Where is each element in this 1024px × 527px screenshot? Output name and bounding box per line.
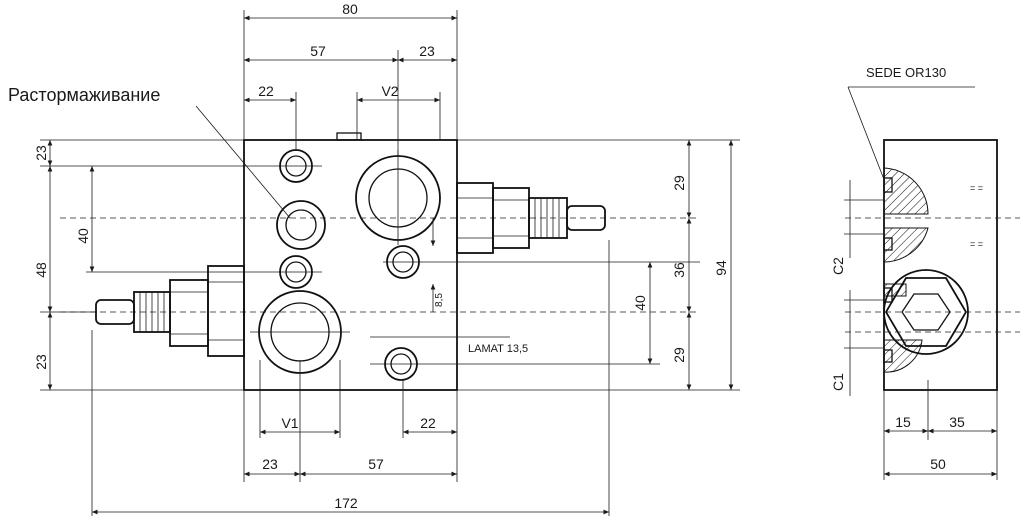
dim-22-top: 22 [258, 83, 274, 99]
valve-block [243, 139, 458, 391]
front-view: 80 57 23 22 V2 V1 22 23 57 [8, 1, 740, 516]
dim-v1: V1 [281, 415, 298, 431]
dim-23-bottom: 23 [262, 456, 278, 472]
dim-80: 80 [342, 1, 358, 17]
dim-36: 36 [671, 262, 687, 278]
side-view: = = = = 15 35 50 C2 C1 SEDE OR130 [830, 65, 1020, 480]
seal-leader [847, 86, 886, 183]
dim-57-top: 57 [310, 43, 326, 59]
dim-29-bottom: 29 [671, 347, 687, 363]
dim-35: 35 [949, 414, 965, 430]
dim-22-bottom: 22 [420, 415, 436, 431]
dim-8-5: 8,5 [434, 293, 445, 307]
seal-label: SEDE OR130 [866, 65, 946, 80]
dim-94: 94 [713, 260, 729, 276]
svg-text:= =: = = [970, 183, 983, 193]
hole-mid-left-small [276, 255, 322, 289]
svg-text:= =: = = [970, 239, 983, 249]
dim-40-right: 40 [632, 295, 648, 311]
hole-mid-right-small [383, 245, 430, 279]
dim-15: 15 [895, 414, 911, 430]
hatch-upper-a [883, 167, 929, 215]
release-leader [195, 105, 291, 219]
hole-release [276, 200, 326, 250]
dim-v2: V2 [381, 83, 398, 99]
dim-c1: C1 [830, 373, 846, 391]
dim-23-left-top: 23 [33, 145, 49, 161]
dim-40-left: 40 [75, 228, 91, 244]
hatch-lower-b [883, 339, 923, 373]
port-v2 [355, 150, 441, 245]
dim-29-top: 29 [671, 175, 687, 191]
cartridge-left [95, 265, 245, 357]
hatch-upper-b [883, 227, 929, 263]
dim-23-left-bottom: 23 [33, 354, 49, 370]
dim-172: 172 [334, 495, 358, 511]
side-block [883, 139, 998, 391]
dim-c2: C2 [830, 257, 846, 275]
dim-48: 48 [33, 262, 49, 278]
cartridge-right [456, 182, 606, 254]
dim-23-top: 23 [419, 43, 435, 59]
hole-upper-left-small [276, 149, 322, 183]
top-stub [336, 132, 362, 141]
hole-lower-right-small [370, 347, 430, 381]
lamat-label: LAMAT 13,5 [468, 343, 528, 355]
dim-57-bottom: 57 [368, 456, 384, 472]
dim-50: 50 [930, 456, 946, 472]
release-label: Растормаживание [8, 85, 160, 105]
